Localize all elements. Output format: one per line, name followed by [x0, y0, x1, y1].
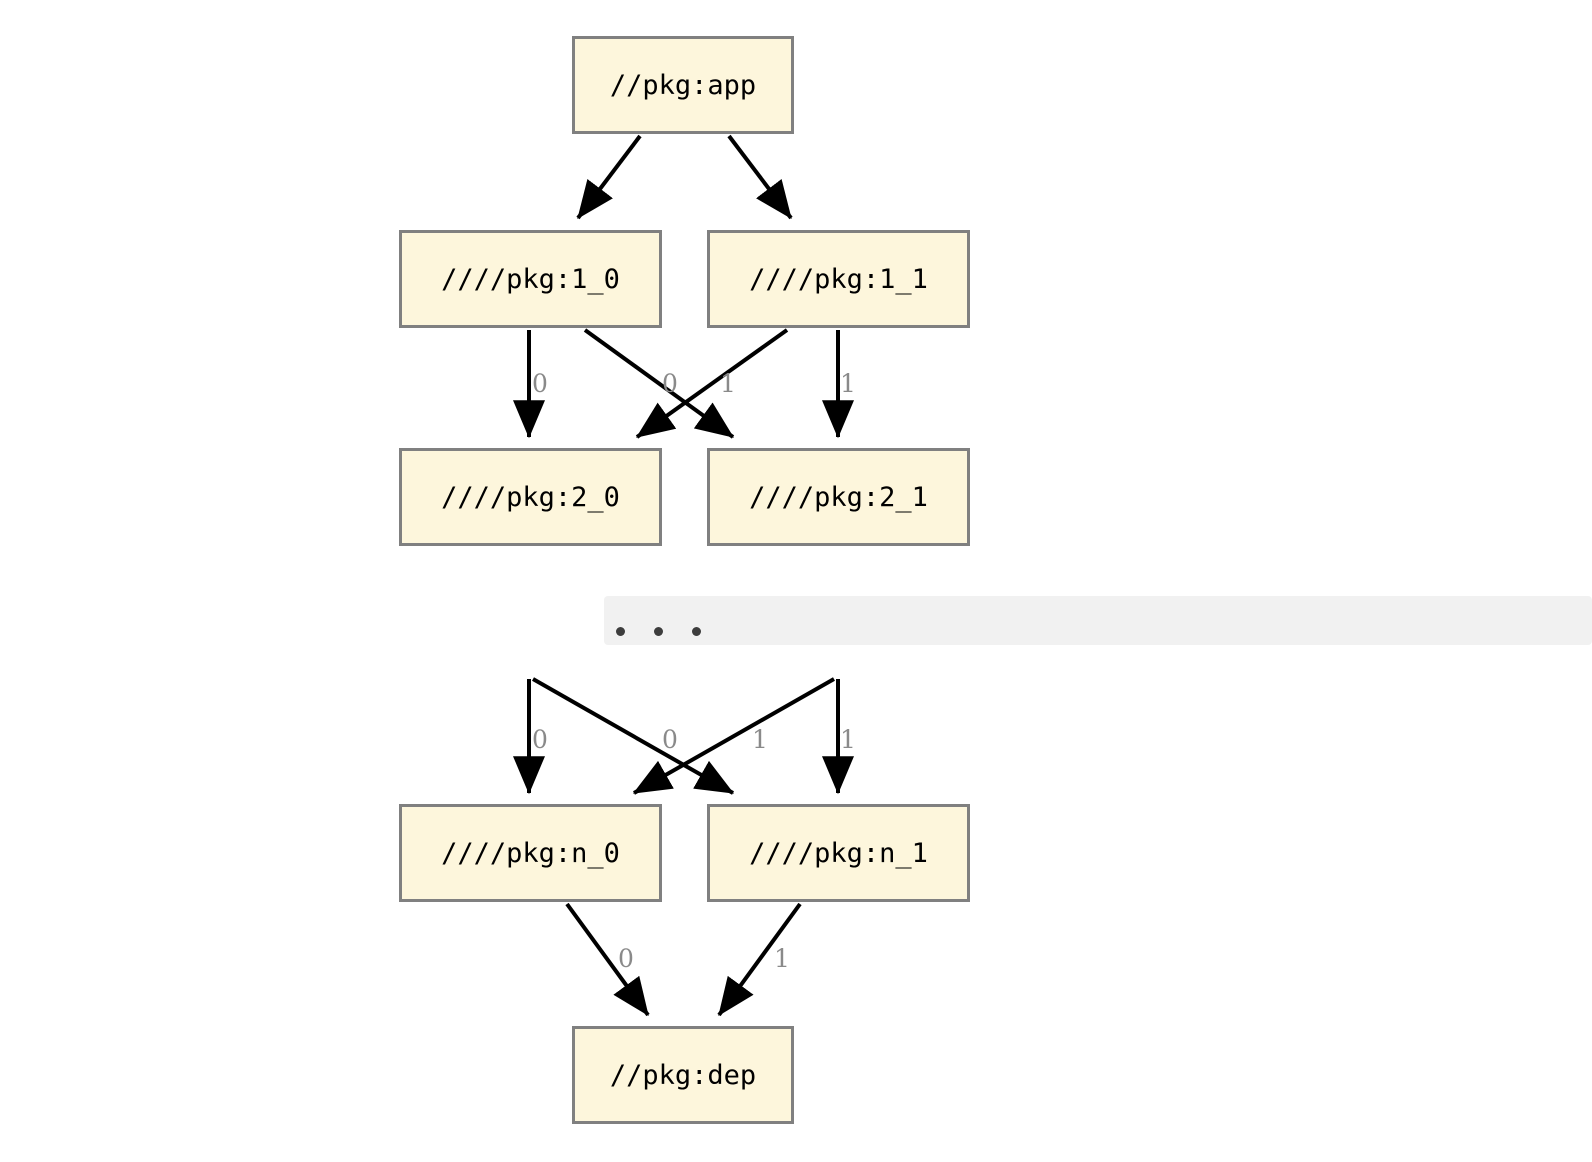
node-pkg-1-0[interactable]: ////pkg:1_0 — [399, 230, 662, 328]
edge-n_0-to-dep — [565, 902, 650, 1017]
elided-nodes-band — [604, 596, 1592, 645]
edge-label-1_1-2_1: 1 — [840, 369, 856, 398]
ellipsis-dot — [692, 627, 701, 636]
node-pkg-2-0[interactable]: ////pkg:2_0 — [399, 448, 662, 546]
node-label: //pkg:app — [609, 69, 757, 101]
edge-label-1_1-2_0: 1 — [720, 369, 736, 398]
node-pkg-1-1[interactable]: ////pkg:1_1 — [707, 230, 970, 328]
node-label: ////pkg:n_0 — [441, 837, 620, 869]
edge-1_0-to-2_1 — [583, 328, 735, 439]
node-label: ////pkg:1_1 — [749, 263, 928, 295]
edge-app-to-1_0 — [576, 134, 642, 220]
edge-n_1-to-dep — [717, 902, 802, 1017]
ellipsis-icon — [616, 627, 701, 636]
node-label: //pkg:dep — [609, 1059, 757, 1091]
edge-label-n_1-dep: 1 — [774, 944, 790, 973]
node-label: ////pkg:n_1 — [749, 837, 928, 869]
node-pkg-n-0[interactable]: ////pkg:n_0 — [399, 804, 662, 902]
node-pkg-2-1[interactable]: ////pkg:2_1 — [707, 448, 970, 546]
edge-elided-to-n_1-cross — [532, 677, 735, 795]
node-label: ////pkg:1_0 — [441, 263, 620, 295]
edge-label-1_0-2_1: 0 — [662, 369, 678, 398]
edge-app-to-1_1 — [727, 134, 793, 220]
edge-1_1-to-2_0 — [635, 328, 789, 439]
edge-label-elided-n_1: 1 — [840, 725, 856, 754]
node-pkg-dep[interactable]: //pkg:dep — [572, 1026, 794, 1124]
edge-label-n_0-dep: 0 — [618, 944, 634, 973]
node-label: ////pkg:2_1 — [749, 481, 928, 513]
ellipsis-dot — [654, 627, 663, 636]
node-label: ////pkg:2_0 — [441, 481, 620, 513]
node-pkg-n-1[interactable]: ////pkg:n_1 — [707, 804, 970, 902]
edge-label-1_0-2_0: 0 — [532, 369, 548, 398]
edge-label-elided-n_0: 0 — [532, 725, 548, 754]
node-pkg-app[interactable]: //pkg:app — [572, 36, 794, 134]
edge-elided-to-n_0-cross — [632, 677, 835, 795]
edge-label-elided-n_0-cross: 1 — [752, 725, 768, 754]
ellipsis-dot — [616, 627, 625, 636]
edge-label-elided-n_1-cross: 0 — [662, 725, 678, 754]
